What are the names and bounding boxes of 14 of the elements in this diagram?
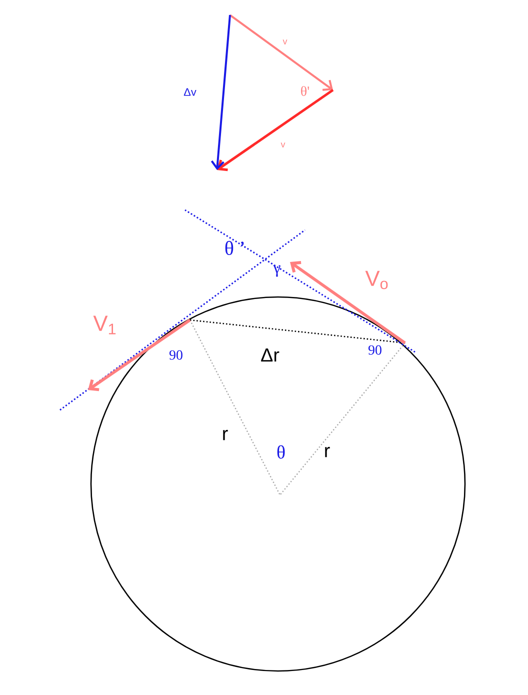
length-label: Δr [261, 348, 280, 362]
angle-label: θ' [301, 86, 309, 96]
angle-label: 90 [368, 345, 382, 355]
angle-label: 90 [169, 350, 182, 360]
vector-label: V$_{o}$ [365, 270, 388, 290]
vector-label: v [282, 40, 288, 44]
angle-label: θ [277, 445, 285, 459]
length-label: r [325, 446, 330, 458]
angle-label: γ [273, 265, 280, 277]
angle-label: θ ’ [225, 240, 244, 256]
vector-label: V$_{1}$ [93, 316, 116, 334]
vector-label: v [280, 142, 286, 148]
vector-label: Δv [184, 88, 196, 96]
length-label: r [223, 430, 228, 440]
